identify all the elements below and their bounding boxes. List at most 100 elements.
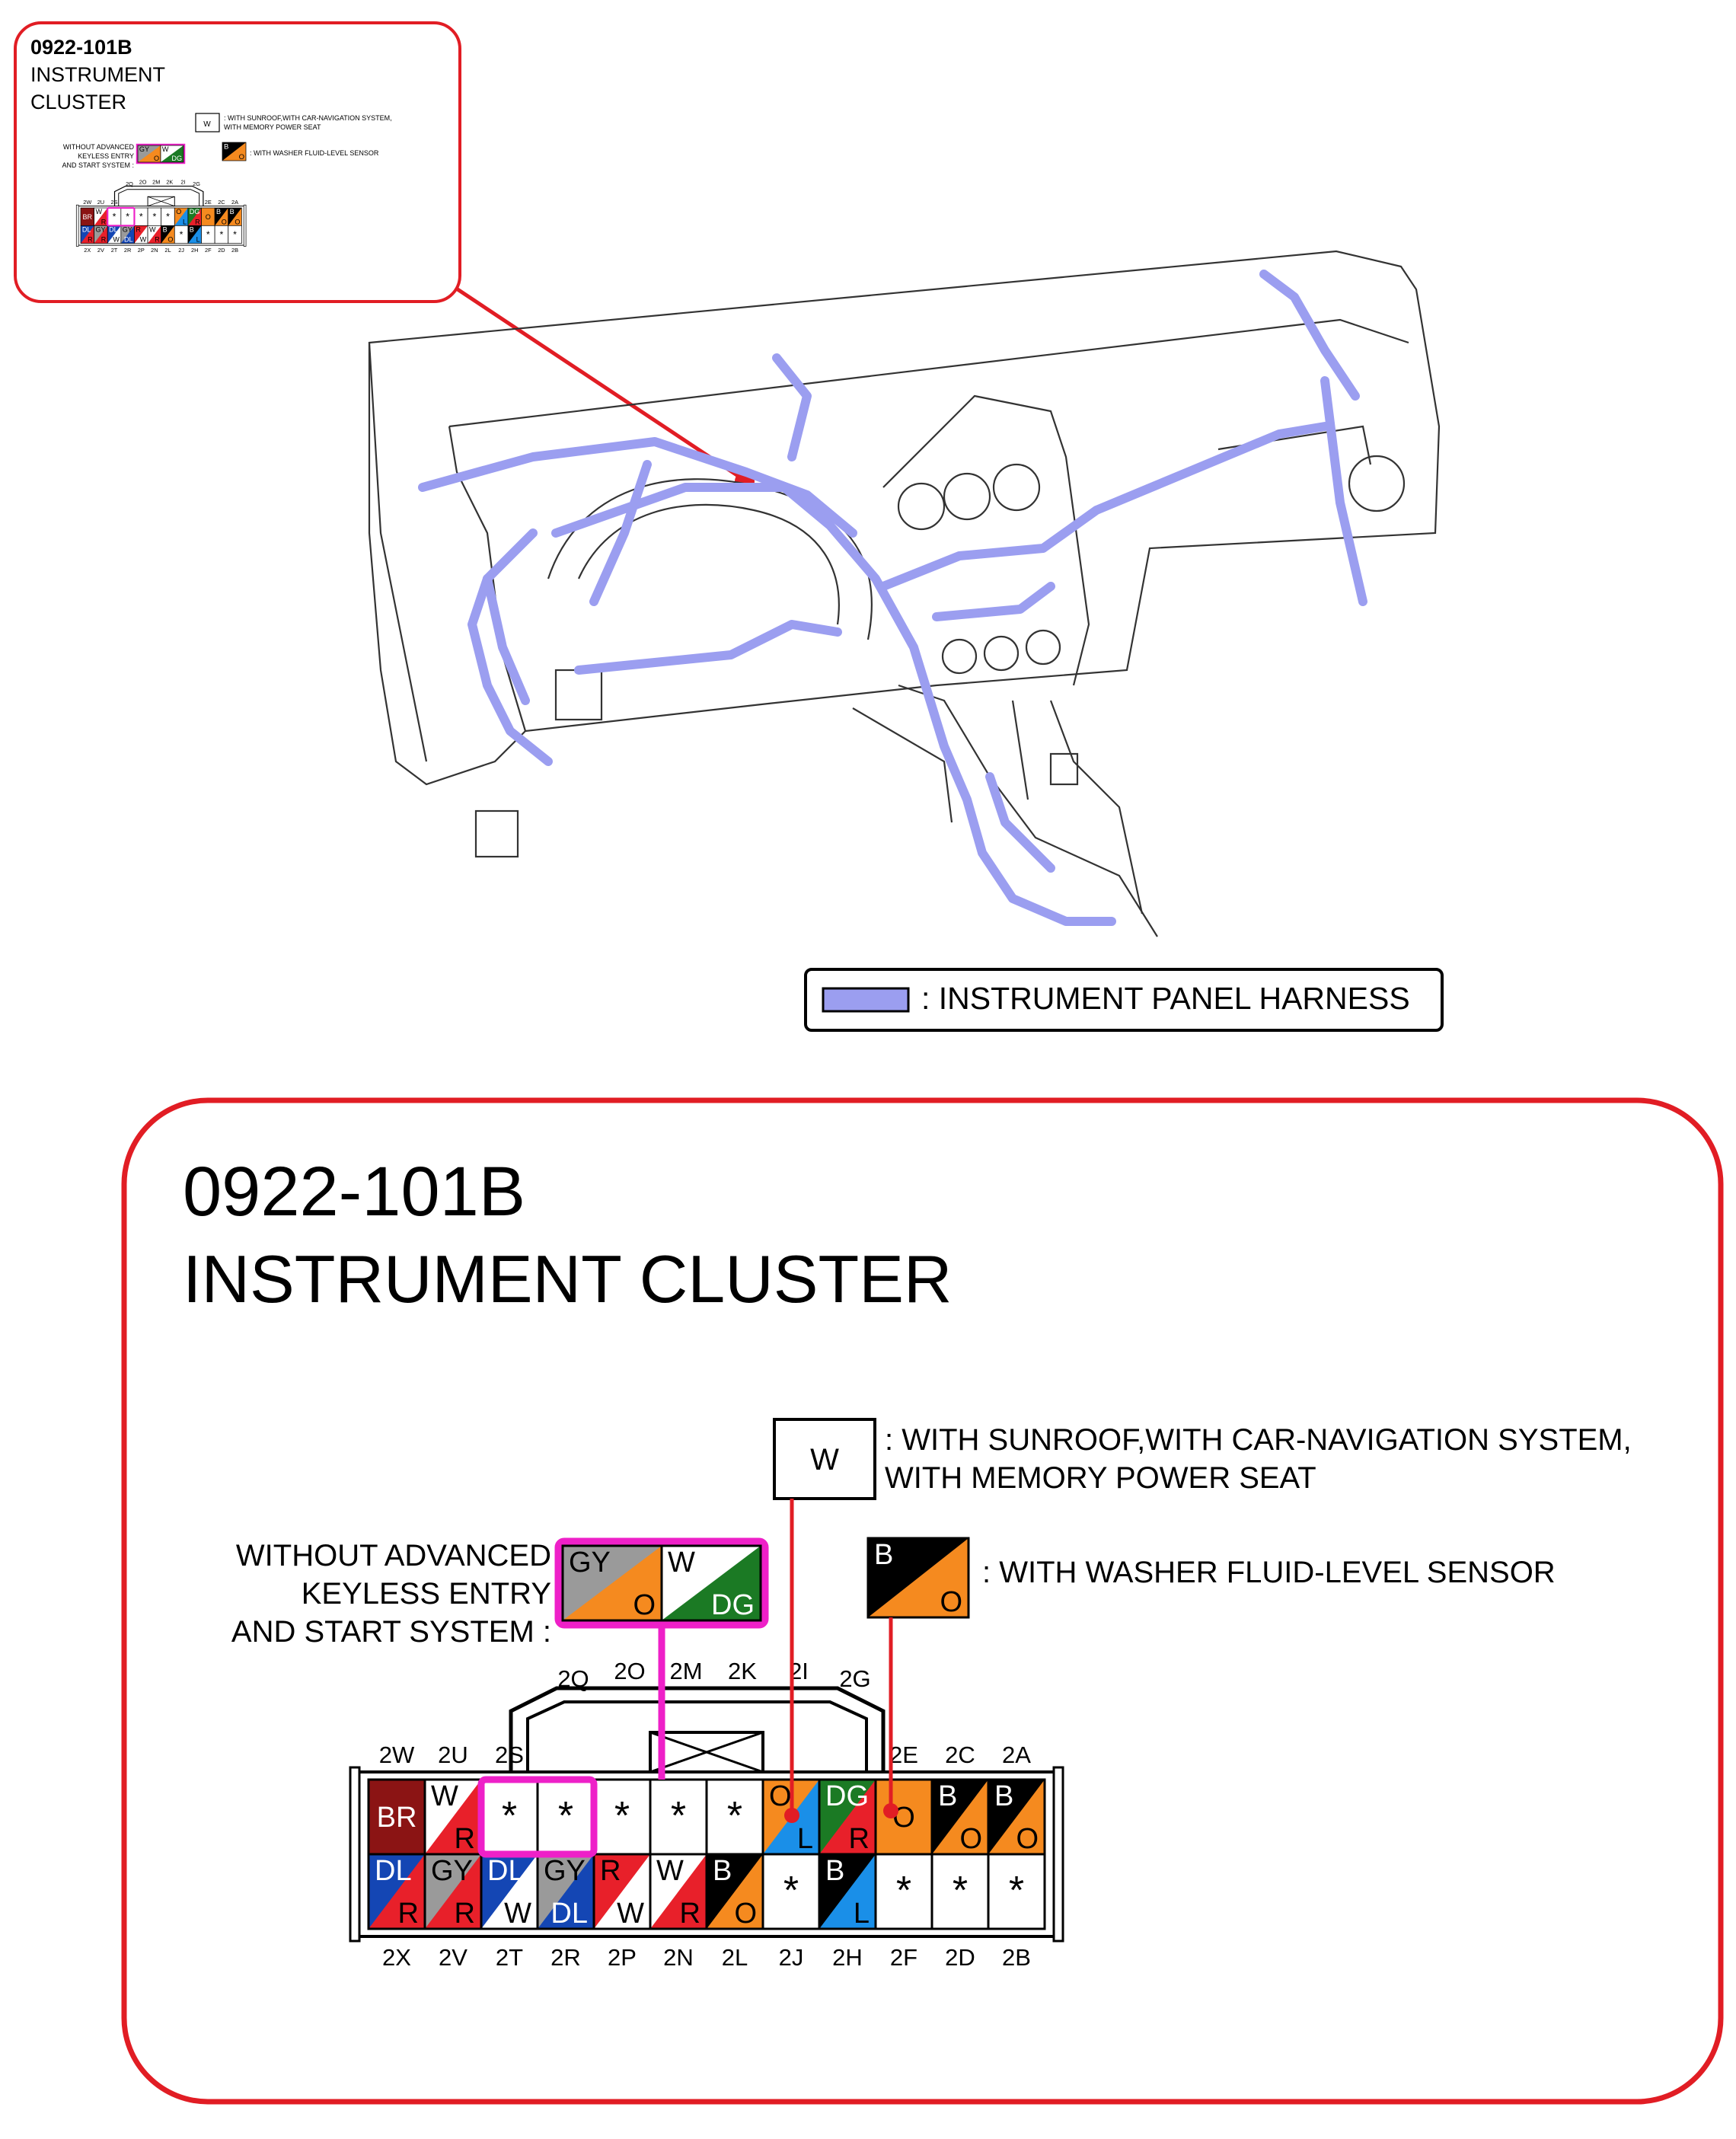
pin-row2-11-text: *: [1009, 1869, 1024, 1913]
pin-row2-0: DLR: [80, 225, 94, 244]
note-without-line3: AND START SYSTEM :: [231, 1615, 551, 1649]
bottom-label-10: 2D: [218, 247, 225, 254]
alt-pins-highlight: [107, 206, 136, 227]
bottom-label-4: 2P: [138, 247, 145, 254]
pin-row2-5-top: W: [149, 225, 156, 233]
pin-row2-3: GY DL: [120, 225, 135, 244]
pin-row1-11: BO: [228, 207, 242, 226]
top-label-3: 2K: [728, 1658, 757, 1684]
note-w-text: : WITH SUNROOF,WITH CAR-NAVIGATION SYSTE…: [885, 1421, 1632, 1497]
pin-row2-8: BL: [187, 225, 202, 244]
pin-row2-2-bottom: W: [504, 1898, 531, 1930]
top-label-5: 2G: [839, 1665, 870, 1692]
pin-row2-11: *: [228, 225, 242, 244]
pin-row1-2: *: [107, 207, 122, 226]
pin-row2-11-text: *: [233, 229, 237, 240]
pin-row2-3-top: GY: [123, 225, 132, 233]
pin-row2-2-top: DL: [109, 225, 118, 233]
pin-row2-4-top: R: [600, 1855, 621, 1887]
pin-row1-11: BO: [987, 1778, 1046, 1856]
pin-row1-2: *: [480, 1778, 539, 1856]
top-label-2: 2M: [152, 179, 160, 186]
inset-note-w-box-text: W: [203, 120, 211, 129]
pin-row2-6: BO: [161, 225, 175, 244]
pin-row2-10: *: [214, 225, 229, 244]
bottom-label-4: 2P: [608, 1944, 637, 1971]
pin-row2-2: DL W: [107, 225, 122, 244]
inset-note-w-box: [195, 113, 220, 132]
note-bo-text: : WITH WASHER FLUID-LEVEL SENSOR: [982, 1556, 1556, 1589]
pin-row2-7-text: *: [783, 1869, 799, 1913]
inset-alt-cell-w-dg-top: W: [162, 145, 169, 153]
pin-row2-10-text: *: [953, 1869, 968, 1913]
row1-label-2: 2S: [111, 199, 118, 206]
pin-row2-6-bottom: O: [168, 236, 173, 244]
row1-label-4: 2C: [945, 1742, 975, 1768]
pin-row2-5: WR: [649, 1853, 708, 1930]
instrument-panel-harness: [418, 270, 1367, 926]
pin-row2-4: RW: [134, 225, 148, 244]
pin-row1-6: *: [161, 207, 175, 226]
pin-row1-6: *: [705, 1778, 764, 1856]
pin-row1-11-top: B: [994, 1780, 1013, 1812]
pin-row1-3: *: [120, 207, 135, 226]
bottom-label-1: 2V: [439, 1944, 468, 1971]
pin-row2-0-bottom: R: [88, 236, 93, 244]
harness-legend-label: : INSTRUMENT PANEL HARNESS: [921, 981, 1410, 1016]
note-w-line2: WITH MEMORY POWER SEAT: [885, 1461, 1316, 1495]
pin-row2-1-bottom: R: [101, 236, 107, 244]
note-bo-box: BO: [866, 1537, 970, 1619]
pin-row2-4-bottom: W: [140, 236, 147, 244]
inset-note-bo-box-bottom: O: [239, 153, 244, 161]
note-bo-pointer-dot: [883, 1803, 898, 1818]
dashboard-illustration: [368, 250, 1441, 937]
pin-row2-10: *: [930, 1853, 990, 1930]
pin-row2-3-bottom: DL: [550, 1898, 588, 1930]
bottom-label-11: 2B: [231, 247, 238, 254]
inset-alt-cell-gy-o-bottom: O: [154, 155, 159, 162]
pin-row2-4: RW: [592, 1853, 652, 1930]
pin-row2-9: *: [201, 225, 215, 244]
pin-row1-0-text: BR: [377, 1802, 417, 1834]
pin-row2-2-top: DL: [487, 1855, 525, 1887]
alt-pins-highlight: [477, 1776, 598, 1858]
connector-latch-inner: [118, 189, 200, 206]
harness-legend-box: [804, 968, 1444, 1032]
inset-alt-colors-frame: [136, 143, 186, 164]
bottom-label-10: 2D: [945, 1944, 975, 1971]
leader-line: [454, 286, 748, 484]
pin-row1-7-top: O: [176, 208, 181, 215]
bottom-label-3: 2R: [124, 247, 131, 254]
pin-row1-9-text: O: [206, 213, 211, 221]
pin-row1-1: WR: [423, 1778, 483, 1856]
pin-row2-5-bottom: R: [155, 236, 160, 244]
row1-label-0: 2W: [83, 199, 91, 206]
pin-row1-11-top: B: [230, 208, 235, 215]
pin-row1-4: *: [592, 1778, 652, 1856]
bottom-label-2: 2T: [496, 1944, 523, 1971]
pin-row2-9-text: *: [896, 1869, 911, 1913]
pin-row1-1-top: W: [431, 1780, 458, 1812]
row1-label-1: 2U: [438, 1742, 468, 1768]
pin-row2-6-top: B: [713, 1855, 732, 1887]
pin-row2-4-top: R: [136, 225, 141, 233]
note-w-box: [773, 1418, 876, 1500]
pin-row2-1: GYR: [423, 1853, 483, 1930]
row1-label-3: 2E: [889, 1742, 918, 1768]
inset-alt-cell-gy-o-top: GY: [139, 145, 149, 153]
connector-left-tab: [349, 1766, 361, 1943]
pin-row1-6-text: *: [166, 211, 170, 222]
connector-latch-outer: [509, 1686, 886, 1772]
pin-row2-11: *: [987, 1853, 1046, 1930]
pin-row1-10-bottom: O: [959, 1823, 982, 1855]
note-bo-box-top: B: [874, 1539, 893, 1571]
pin-row2-3-bottom: DL: [124, 236, 133, 244]
inset-note-without-1: WITHOUT ADVANCED: [63, 143, 135, 151]
inset-note-without-3: AND START SYSTEM :: [62, 161, 134, 169]
pin-row1-3-text: *: [558, 1794, 573, 1838]
pin-row2-7: *: [761, 1853, 821, 1930]
detail-name: INSTRUMENT CLUSTER: [183, 1241, 953, 1317]
row1-label-4: 2C: [218, 199, 225, 206]
pin-row2-2-bottom: W: [113, 236, 120, 244]
pin-row2-0-top: DL: [375, 1855, 412, 1887]
